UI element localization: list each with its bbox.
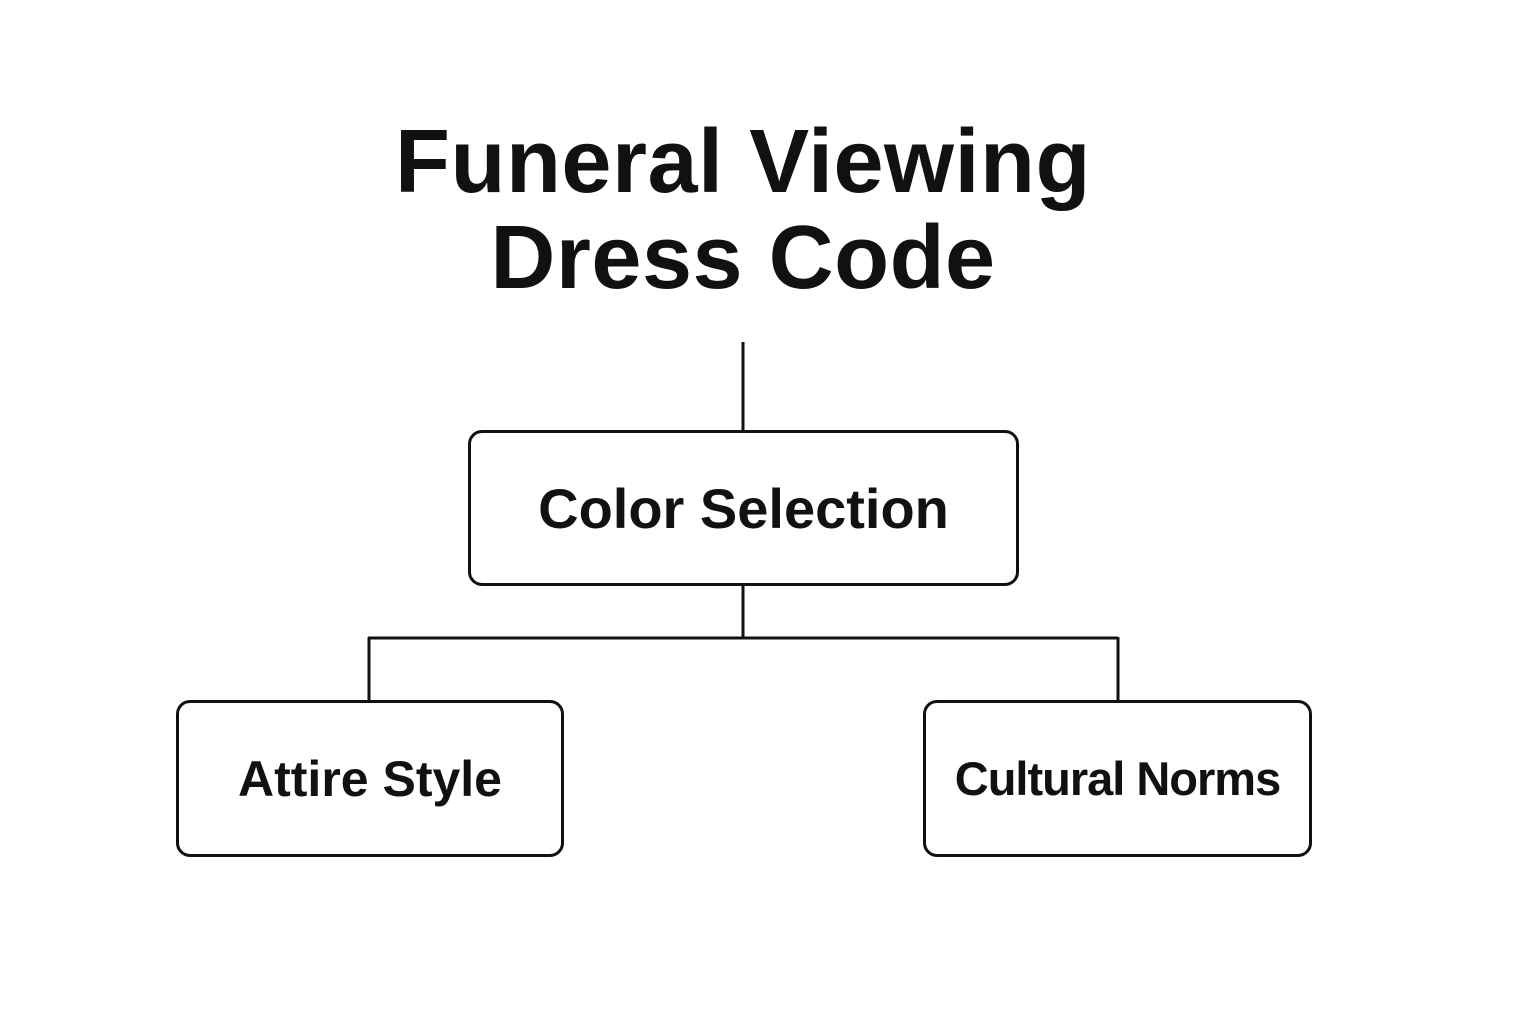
- node-cultural-norms: Cultural Norms: [923, 700, 1312, 857]
- node-attire-style: Attire Style: [176, 700, 564, 857]
- node-label: Cultural Norms: [954, 752, 1281, 805]
- node-color-selection: Color Selection: [468, 430, 1019, 586]
- node-label: Color Selection: [538, 476, 949, 540]
- diagram-title-line-2: Dress Code: [490, 208, 996, 308]
- node-label: Attire Style: [238, 750, 502, 807]
- diagram-title-line-1: Funeral Viewing: [395, 112, 1091, 212]
